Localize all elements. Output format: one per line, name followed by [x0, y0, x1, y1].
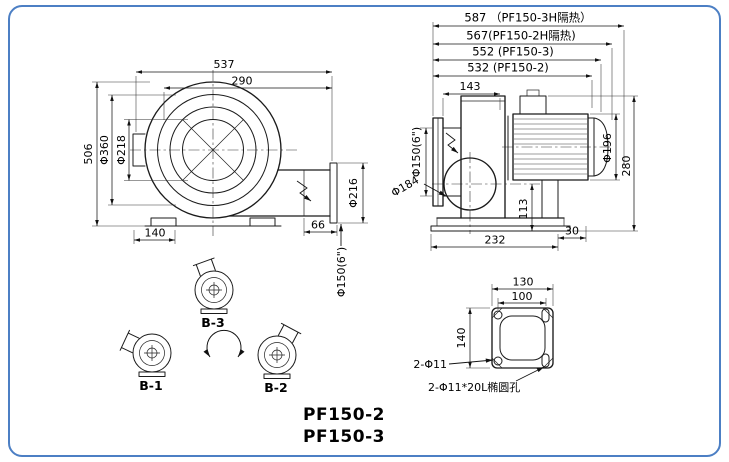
motor-support: [541, 179, 559, 219]
dim-d216-label: Φ216: [347, 178, 360, 208]
terminal-box-cap: [526, 89, 540, 97]
dim-140b-label: 140: [455, 328, 468, 349]
dim-140-label: 140: [145, 227, 166, 240]
view-b3-label: B-3: [201, 315, 224, 330]
left-inlet-tab: [132, 133, 146, 167]
dim-532-label: 532 (PF150-2): [467, 61, 549, 75]
oval-slots-leader: [515, 366, 545, 382]
rotation-arrow: [203, 329, 245, 358]
inlet-bore-label: Φ150(6"): [410, 127, 423, 177]
flange-outer: [491, 307, 554, 369]
motor-cooling-fins: [514, 118, 587, 175]
dim-100-label: 100: [512, 290, 533, 303]
circle-d184: [443, 157, 497, 211]
dim-537-label: 537: [214, 58, 235, 71]
oval-slot-bottom: [541, 353, 550, 368]
airflow-arrow-inlet: [445, 132, 459, 154]
inlet-circle-218: [182, 119, 244, 181]
bolt-hole-top: [493, 310, 503, 320]
orientation-views: B-3 B-1: [119, 257, 302, 395]
dim-143-label: 143: [460, 80, 481, 93]
dim-d360-label: Φ360: [98, 135, 111, 165]
view-b1-label: B-1: [139, 378, 162, 393]
dim-d184-label: Φ184: [389, 174, 421, 200]
model-name-2: PF150-3: [303, 427, 385, 447]
model-name-1: PF150-2: [303, 405, 385, 425]
base-risers: [436, 218, 565, 226]
extension-lines: [466, 284, 554, 369]
view-b1: B-1: [119, 329, 172, 393]
dim-567-label: 567(PF150-2H隔热): [466, 29, 576, 43]
oval-slots-label: 2-Φ11*20L椭圆孔: [428, 380, 520, 394]
extension-lines: [92, 76, 368, 244]
bolt-holes-leader: [448, 358, 494, 365]
view-b2-label: B-2: [264, 380, 287, 395]
outlet-duct: [228, 169, 331, 217]
flange-circle-360: [157, 94, 269, 206]
dim-280-label: 280: [620, 156, 633, 177]
dim-290-label: 290: [232, 75, 253, 88]
dim-d218-label: Φ218: [115, 135, 128, 165]
dim-113-label: 113: [517, 199, 530, 220]
outlet-bore-label: Φ150(6"): [335, 247, 348, 297]
front-centerlines: [130, 70, 300, 236]
view-b2: B-2: [257, 322, 302, 395]
model-labels: PF150-2 PF150-3: [303, 405, 385, 447]
side-view: 587 （PF150-3H隔热） 567(PF150-2H隔热) 552 (PF…: [389, 11, 638, 251]
dim-552-label: 552 (PF150-3): [472, 45, 554, 59]
bolt-holes-label: 2-Φ11: [413, 358, 447, 371]
oval-slot-top: [541, 308, 550, 323]
inlet-cross-brace: [182, 119, 244, 181]
foot-right: [249, 217, 276, 227]
flange-detail-view: 130 100 140 2-Φ11 2-Φ11*20L椭圆孔: [413, 276, 554, 394]
motor-fan-cover: [587, 117, 609, 177]
flange-chamfer-ticks: [491, 307, 554, 369]
terminal-box: [519, 95, 547, 115]
airflow-arrow-outlet: [296, 180, 312, 202]
dim-d196-label: Φ196: [601, 133, 614, 163]
dim-506-label: 506: [82, 144, 95, 165]
foot-left: [150, 217, 177, 227]
d184-leader: [423, 183, 447, 197]
circle-mid: [169, 106, 257, 194]
dim-66-label: 66: [311, 219, 325, 232]
dim-30-label: 30: [565, 225, 579, 238]
outlet-flange: [329, 162, 338, 224]
bolt-hole-bottom: [493, 356, 503, 366]
side-centerlines: [432, 146, 612, 234]
dim-232-label: 232: [485, 234, 506, 247]
view-b3: B-3: [192, 257, 234, 330]
dim-130-label: 130: [513, 276, 534, 289]
flange-opening: [499, 315, 546, 361]
front-view: 537 290 506 Φ360 Φ218 140 66 Φ216 Φ150(6…: [82, 58, 368, 297]
casing-side-profile: [460, 95, 506, 219]
motor-body: [512, 113, 589, 181]
base-plate: [430, 225, 571, 232]
scroll-casing-outline: [144, 81, 282, 219]
dim-587-label: 587 （PF150-3H隔热）: [464, 11, 591, 25]
